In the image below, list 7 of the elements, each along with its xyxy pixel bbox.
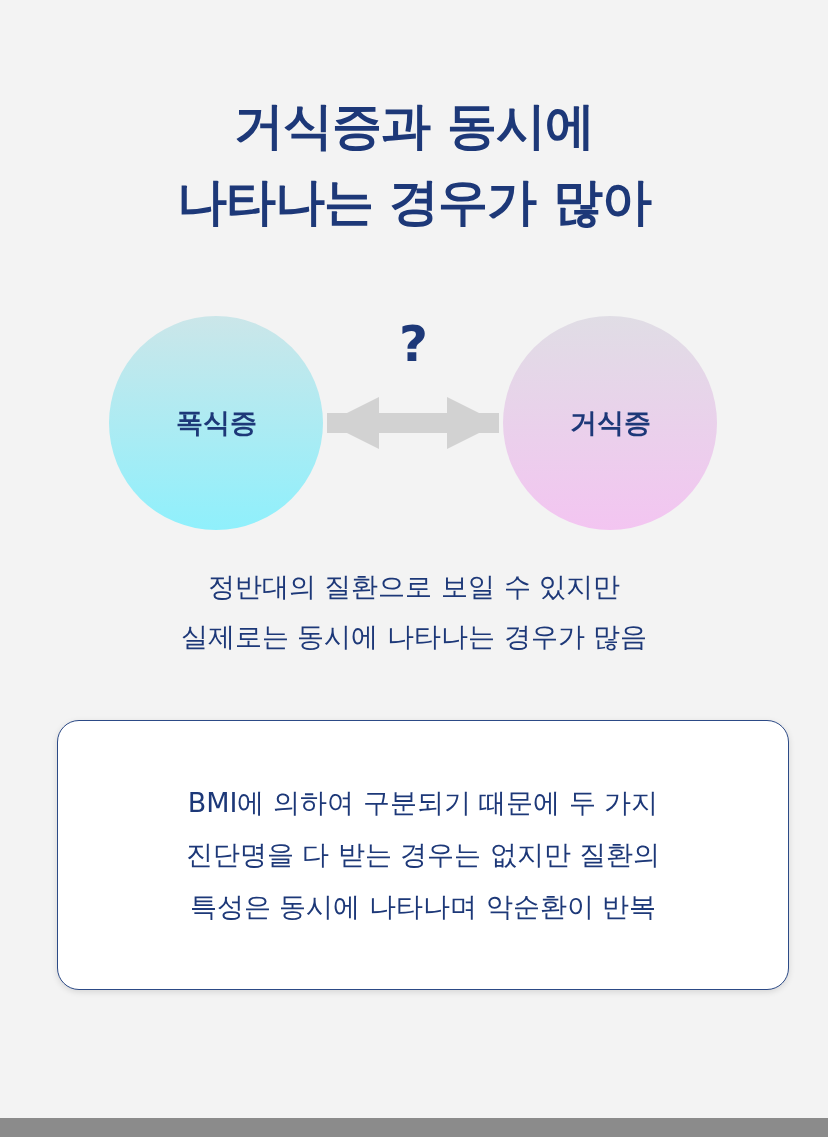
double-arrow <box>327 397 499 449</box>
info-box <box>57 720 789 990</box>
condition-label: 폭식증 <box>175 406 257 440</box>
title-heading: 거식증과 동시에 나타나는 경우가 많아 <box>176 96 653 233</box>
condition-label: 거식증 <box>569 406 651 440</box>
caption-text: 정반대의 질환으로 보일 수 있지만 실제로는 동시에 나타나는 경우가 많음 <box>179 570 649 654</box>
info-text: BMI에 의하여 구분되기 때문에 두 가지 진단명을 다 받는 경우는 없지만 질환의 특성은 동시에 나타나며 악순환이 반복 <box>184 786 662 924</box>
